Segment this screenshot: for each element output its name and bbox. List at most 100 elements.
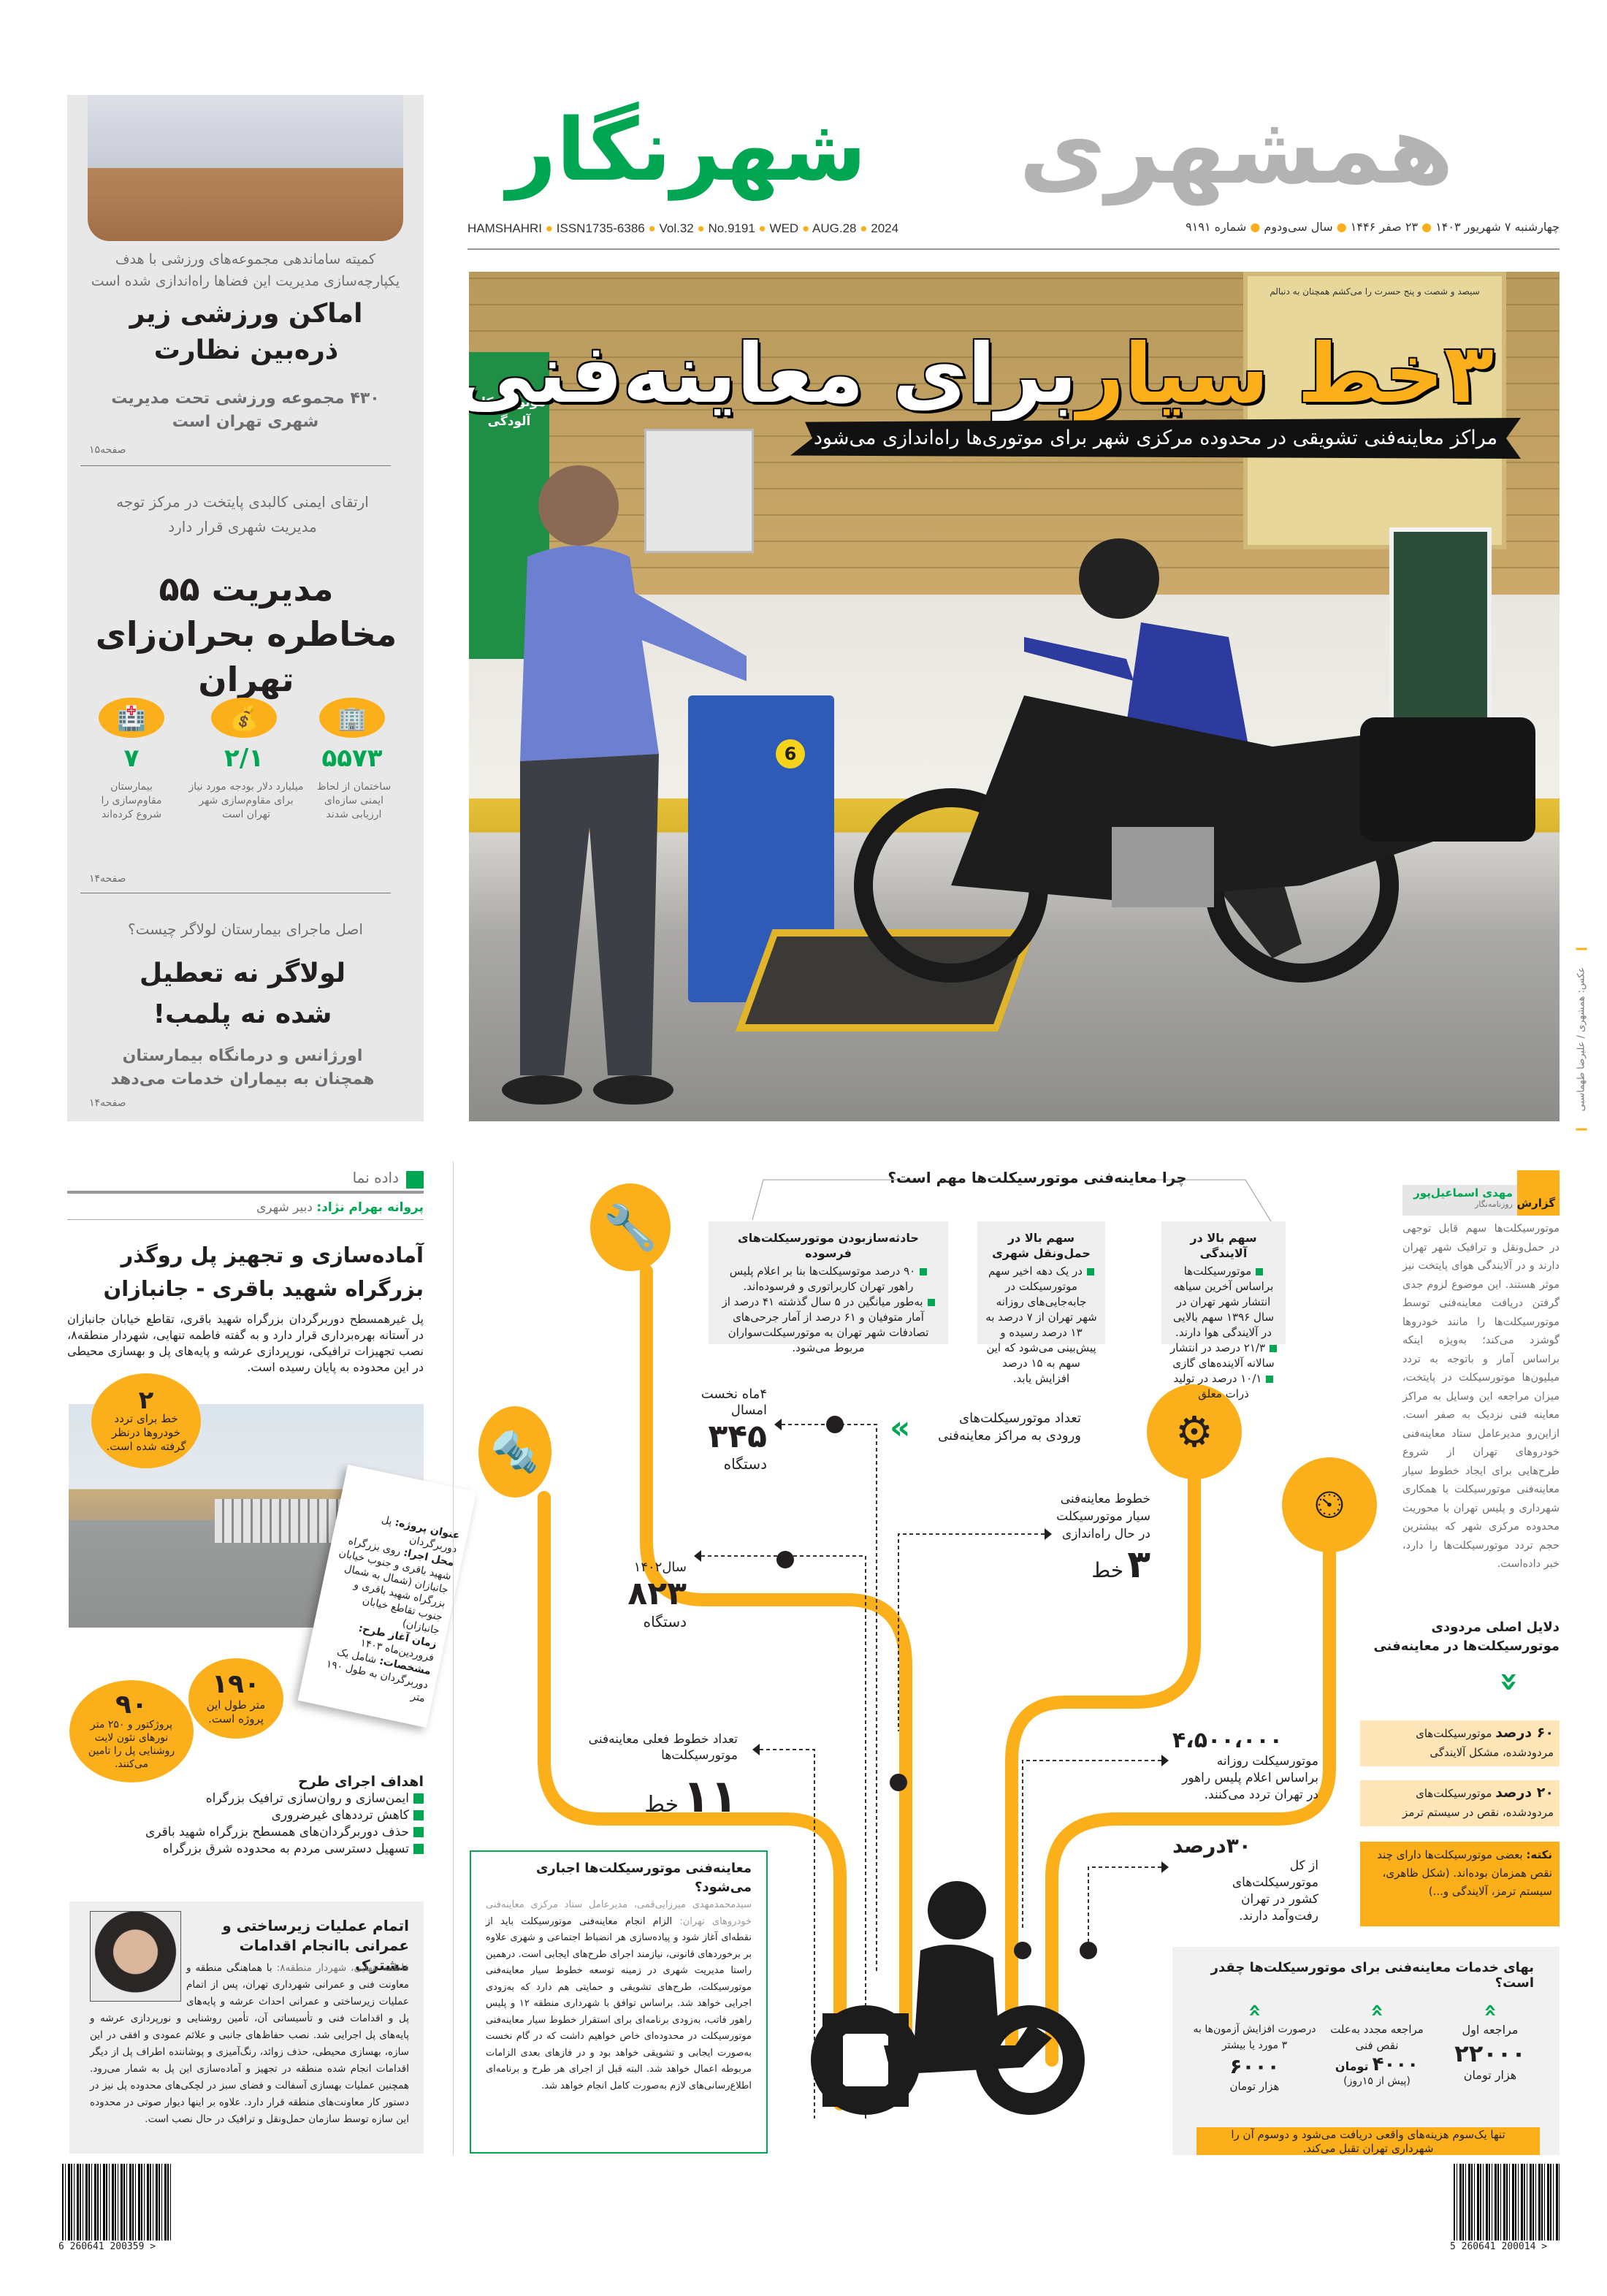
story3-page: صفحه۱۴ <box>89 1097 126 1109</box>
mechanic-figure <box>502 465 747 1105</box>
stat-11-lines: تعداد خطوط فعلی معاینه‌فنی موتورسیکلت‌ها… <box>562 1731 738 1823</box>
mandatory-title[interactable]: معاینه‌فنی موتورسیکلت‌ها اجباری می‌شود؟ <box>535 1861 752 1895</box>
green-sign-text: یک موتورسیکلت، آلودگی <box>469 376 546 429</box>
bubble-lights: ۹۰ پروژکتور و ۲۵۰ متر نورهای نئون لایت ر… <box>69 1680 194 1782</box>
price-item: « درصورت افزایش آزمون‌ها به ۳ مورد یا بی… <box>1191 1999 1318 2093</box>
green-square-icon <box>406 1170 424 1189</box>
meta-item: ۲۳ صفر ۱۴۴۶ <box>1350 220 1419 234</box>
meta-item: سال سی‌ودوم <box>1264 220 1333 234</box>
double-chevron-left-icon: « <box>890 1409 911 1446</box>
meta-item: چهارشنبه ۷ شهریور ۱۴۰۳ <box>1435 220 1560 234</box>
issue-meta-en: HAMSHAHRI ● ISSN1735-6386 ● Vol.32 ● No.… <box>467 221 899 235</box>
barcode-left-number: 6 260641 200359 > <box>58 2241 156 2252</box>
barcode-right-number: 5 260641 200014 > <box>1450 2241 1548 2252</box>
why-item: ۹۰ درصد موتوسیکلت‌ها بنا بر اعلام پلیس ر… <box>716 1264 941 1294</box>
stat-icon: 🏥 <box>99 698 164 738</box>
mandatory-box: معاینه‌فنی موتورسیکلت‌ها اجباری می‌شود؟ … <box>470 1850 768 2154</box>
masthead-divider <box>467 248 1560 250</box>
bubble-value: ۲ <box>138 1385 154 1415</box>
why-box: حادثه‌سازبودن موتورسیکلت‌های فرسوده ۹۰ د… <box>709 1221 948 1354</box>
issue-meta-fa: چهارشنبه ۷ شهریور ۱۴۰۳ ● ۲۳ صفر ۱۴۴۶ ● س… <box>1186 220 1560 234</box>
stat-value: ۳۴۵ <box>708 1418 767 1455</box>
price-item: « مراجعه مجدد به‌علت نقص فنی ۴۰۰۰ تومان … <box>1322 1999 1432 2087</box>
bubble-length: ۱۹۰ متر طول این پروژه است. <box>188 1658 283 1739</box>
goal-item: کاهش ترددهای غیرضروری <box>67 1807 424 1824</box>
story2-title[interactable]: مدیریت ۵۵ مخاطره بحران‌زای تهران <box>95 569 397 699</box>
meta-item: شماره ۹۱۹۱ <box>1186 220 1247 234</box>
why-item: ۱۰/۱ درصد در تولید ذرات معلق <box>1169 1371 1278 1402</box>
meta-item: ISSN1735-6386 <box>556 221 645 235</box>
sidebar: کمیته ساماندهی مجموعه‌های ورزشی با هدف ی… <box>67 95 424 1121</box>
poster-text: سیصد و شصت و پنج حسرت را می‌کشم همچنان ب… <box>1270 286 1480 297</box>
why-box: سهم بالا در آلایندگی موتورسیکلت‌ها براسا… <box>1161 1221 1286 1400</box>
speaker-photo <box>90 1911 181 2002</box>
stat-caption: سال۱۴۰۲ <box>633 1560 687 1575</box>
headline-highlight: ۳خط سیار <box>1077 327 1494 422</box>
stat-label: بیمارستان مقاوم‌سازی را شروع کرده‌اند <box>101 781 162 820</box>
byline: پروانه بهرام نژاد: دبیر شهری <box>67 1200 424 1220</box>
author-role: دبیر شهری <box>256 1200 313 1215</box>
why-title: چرا معاینه‌فنی موتورسیکلت‌ها مهم است؟ <box>888 1169 1187 1186</box>
stat-icon: 💰 <box>211 698 277 738</box>
story3-sub: اورژانس و درمانگاه بیمارستان همچنان به ب… <box>110 1047 375 1088</box>
goal-item: ایمن‌سازی و روان‌سازی ترافیک بزرگراه <box>67 1790 424 1807</box>
lead-photo[interactable]: یک موتورسیکلت، آلودگی سیصد و شصت و پنج ح… <box>469 272 1560 1121</box>
story1-title[interactable]: اماکن ورزشی زیر ذره‌بین نظارت <box>129 299 363 365</box>
meta-item: AUG.28 <box>812 221 857 235</box>
reasons-title: دلایل اصلی مردودی موتورسیکلت‌ها در معاین… <box>1373 1620 1560 1654</box>
bubble-value: ۹۰ <box>115 1690 148 1720</box>
stat-value: ۸۲۳ <box>627 1575 687 1612</box>
interview-box: اتمام عملیات زیرساختی و عمرانی باانجام ا… <box>69 1902 424 2154</box>
reason-note: نکته: بعضی موتورسیکلت‌ها دارای چند نقص ه… <box>1360 1842 1560 1926</box>
story2-page: صفحه۱۴ <box>89 873 126 885</box>
stat-caption: تعداد خطوط فعلی معاینه‌فنی موتورسیکلت‌ها <box>588 1732 738 1763</box>
machine-number: 6 <box>776 739 805 768</box>
datanama-body: پل غیرهمسطح دوربرگردان بزرگراه شهید باقر… <box>67 1312 424 1374</box>
interview-title[interactable]: اتمام عملیات زیرساختی و عمرانی باانجام ا… <box>222 1917 409 1974</box>
stat-daily: ۴،۵۰۰،۰۰۰ موتورسیکلت روزانه براساس اعلام… <box>1172 1728 1318 1804</box>
stat-caption: از کل موتورسیکلت‌های کشور در تهران رفت‌و… <box>1232 1858 1318 1923</box>
report-body: موتورسیکلت‌ها سهم قابل توجهی در حمل‌ونقل… <box>1402 1223 1560 1570</box>
stat-345: ۴ماه نخست امسال ۳۴۵ دستگاه <box>679 1387 767 1473</box>
interview-speaker: فاطمه تنهایی، شهردار منطقه۸: <box>276 1962 409 1974</box>
chevron-down-icon: « <box>1477 2003 1503 2018</box>
datanama-title[interactable]: آماده‌سازی و تجهیز پل روگذر بزرگراه شهید… <box>103 1243 424 1301</box>
gym-photo[interactable] <box>88 95 403 241</box>
masthead: شهرنگار همشهری HAMSHAHRI ● ISSN1735-6386… <box>467 95 1560 256</box>
money-bag-icon: 💰 <box>229 703 259 732</box>
stat-icon: 🏢 <box>319 698 385 738</box>
report-tag <box>1517 1170 1560 1216</box>
meta-item: 2024 <box>871 221 899 235</box>
stat-value: ۳۰درصد <box>1172 1834 1251 1858</box>
headline-rest: برای معاینه‌فنی موتورها <box>469 327 1077 422</box>
report-tag-label: گزارش <box>1516 1197 1555 1210</box>
story2-kicker: ارتقای ایمنی کالبدی پایتخت در مرکز توجه … <box>116 493 369 535</box>
why-item: ۲۱/۳ درصد در انتشار سالانه آلاینده‌های گ… <box>1169 1340 1278 1371</box>
interview-body: فاطمه تنهایی، شهردار منطقه۸: با هماهنگی … <box>90 1960 409 2128</box>
price-footer: تنها یک‌سوم هزینه‌های واقعی دریافت می‌شو… <box>1196 2127 1540 2155</box>
bubble-label: متر طول این پروژه است. <box>206 1698 266 1725</box>
stat-label: میلیارد دلار بودجه مورد نیاز برای مقاوم‌… <box>188 781 304 820</box>
bubble-label: پروژکتور و ۲۵۰ متر نورهای نئون لایت روشن… <box>88 1719 175 1770</box>
motorcycle-figure <box>854 538 1535 983</box>
why-box: سهم بالا در حمل‌ونقل شهری در یک دهه اخیر… <box>977 1221 1105 1385</box>
motorcycle-rider-icon <box>811 1881 1085 2115</box>
report-role: روزنامه‌نگار <box>1475 1200 1513 1209</box>
report-column: گزارش مهدی اسماعیل‌پور روزنامه‌نگار موتو… <box>1402 1170 1560 1579</box>
stat-30-percent: ۳۰درصد از کل موتورسیکلت‌های کشور در تهرا… <box>1172 1834 1318 1925</box>
gauge-icon: ⏲ <box>1282 1457 1377 1552</box>
subheadline: مراکز معاینه‌فنی تشویقی در محدوده مرکزی … <box>813 427 1498 449</box>
meta-item: No.9191 <box>708 221 755 235</box>
goals-list: اهداف اجرای طرح ایمن‌سازی و روان‌سازی تر… <box>67 1774 424 1858</box>
report-byline: مهدی اسماعیل‌پور روزنامه‌نگار <box>1402 1185 1517 1216</box>
barcode-left <box>62 2164 172 2240</box>
story3-title[interactable]: لولاگر نه تعطیل شده نه پلمب! <box>139 958 346 1029</box>
story1-sub: ۴۳۰ مجموعه ورزشی تحت مدیریت شهری تهران ا… <box>111 389 380 431</box>
stat-value: ۷ <box>123 744 140 773</box>
stat-label: ساختمان از لحاظ ایمنی سازه‌ای ارزیابی شد… <box>316 781 392 820</box>
why-item: موتورسیکلت‌ها براساس آخرین سیاهه انتشار … <box>1172 1265 1275 1339</box>
headline: ۳خط سیاربرای معاینه‌فنی موتورها <box>469 316 1494 432</box>
stat-value-line: ۱۱ خط <box>644 1769 738 1823</box>
goal-item: حذف دوربرگردان‌های همسطح بزرگراه شهید با… <box>67 1824 424 1841</box>
reason-item: ۲۰ درصد موتورسیکلت‌های مردودشده، نقص در … <box>1360 1780 1560 1826</box>
